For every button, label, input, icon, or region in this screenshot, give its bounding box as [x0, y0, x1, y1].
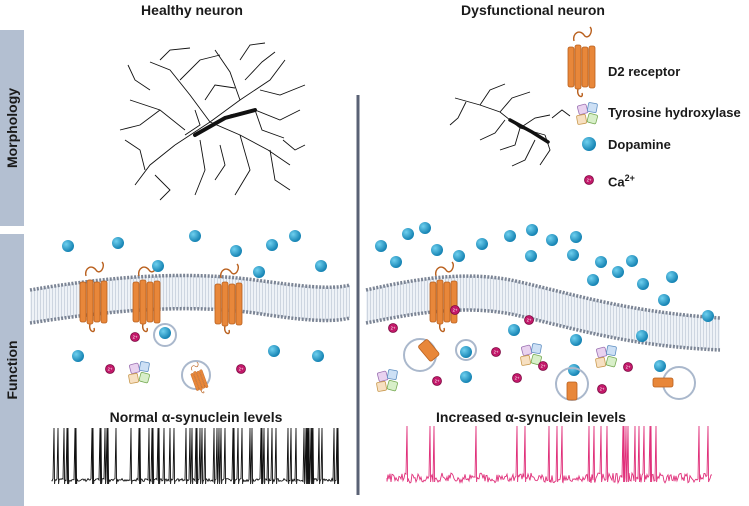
dysfunctional-neuron-title: Dysfunctional neuron — [461, 2, 605, 18]
healthy-neuron-morphology — [119, 42, 306, 201]
calcium-ion — [130, 332, 140, 342]
legend-d2-receptor-label: D2 receptor — [608, 64, 681, 79]
morphology-row-label: Morphology — [0, 30, 24, 226]
tyrosine-hydroxylase — [127, 360, 151, 385]
calcium-ion — [512, 373, 522, 383]
calcium-superscript: 2+ — [624, 173, 635, 183]
calcium-ion — [450, 305, 460, 315]
dysfunctional-neuron-morphology — [449, 83, 571, 167]
healthy-dopamine — [62, 230, 327, 362]
calcium-ion — [623, 362, 633, 372]
healthy-membrane — [29, 273, 351, 325]
calcium-ion — [538, 361, 548, 371]
legend-tyrosine-hydroxylase-icon — [575, 101, 599, 126]
calcium-ion — [491, 347, 501, 357]
legend-dopamine-icon — [582, 137, 596, 151]
healthy-trace — [51, 427, 340, 485]
tyrosine-hydroxylase — [519, 342, 543, 367]
calcium-label-text: Ca — [608, 174, 625, 190]
dysfunctional-vesicles — [403, 338, 696, 401]
legend-calcium-icon — [584, 175, 594, 185]
calcium-ion — [524, 315, 534, 325]
legend-calcium-label: Ca2+ — [608, 173, 635, 189]
tyrosine-hydroxylase — [594, 344, 618, 369]
calcium-ion — [597, 384, 607, 394]
dysfunctional-trace-label: Increased α-synuclein levels — [436, 409, 626, 425]
calcium-ion — [236, 364, 246, 374]
healthy-trace-label: Normal α-synuclein levels — [109, 409, 283, 425]
tyrosine-hydroxylase — [375, 368, 399, 393]
dysfunctional-trace — [386, 425, 713, 485]
calcium-ion — [432, 376, 442, 386]
dysfunctional-dopamine — [375, 222, 714, 383]
healthy-neuron-title: Healthy neuron — [141, 2, 243, 18]
legend-tyrosine-hydroxylase-label: Tyrosine hydroxylase — [608, 105, 741, 120]
calcium-ion — [388, 323, 398, 333]
function-row-label: Function — [0, 234, 24, 506]
trace-line — [386, 425, 713, 485]
legend-dopamine-label: Dopamine — [608, 137, 671, 152]
calcium-ion — [105, 364, 115, 374]
trace-line — [51, 427, 340, 485]
legend-d2-receptor-icon — [567, 26, 596, 98]
